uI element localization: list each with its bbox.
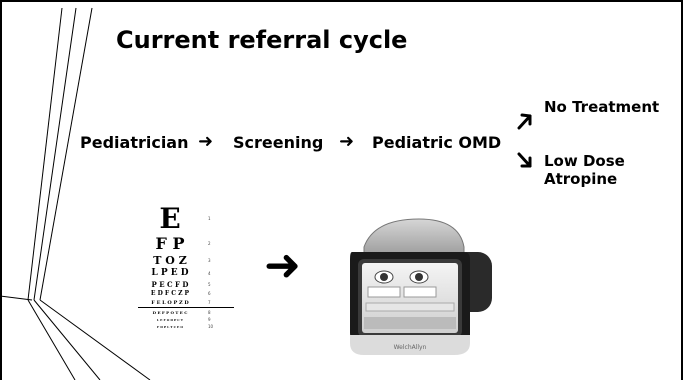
eye-chart-row: T O Z 3: [138, 253, 234, 267]
eye-chart-row: F D P L T C E O 10: [138, 323, 234, 330]
eye-chart-line-number: 8: [208, 309, 211, 315]
step-pediatrician: Pediatrician: [80, 133, 189, 152]
eye-chart-line-number: 6: [208, 291, 211, 296]
device-brand-label: WelchAllyn: [394, 344, 427, 351]
eye-chart-letters: T O Z: [153, 253, 187, 267]
eye-chart-row: D E F P O T E C 8: [138, 308, 234, 316]
eye-chart-line-number: 2: [208, 240, 211, 246]
eye-chart-line-number: 10: [208, 324, 214, 329]
step-screening: Screening: [233, 133, 324, 152]
eye-chart-letters: D E F P O T E C: [152, 309, 188, 315]
eye-chart-row: P E C F D 5: [138, 279, 234, 289]
decorative-lines: [0, 7, 151, 380]
vision-screener-device-image: WelchAllyn: [350, 218, 492, 355]
outcome-no-treatment: No Treatment: [544, 98, 660, 116]
eye-chart-row: E D F C Z P 6: [138, 289, 234, 298]
eye-chart-line-number: 5: [208, 281, 211, 287]
eye-chart-line-number: 3: [208, 257, 211, 263]
eye-chart-row: F P 2: [138, 233, 234, 253]
eye-chart-line-number: 9: [208, 317, 211, 322]
right-arrow-icon: ➜: [339, 131, 355, 152]
eye-chart-line-number: 1: [208, 215, 211, 221]
eye-chart-letters: F E L O P Z D: [151, 299, 189, 306]
eye-chart-letters: E: [159, 201, 181, 235]
eye-chart-line-number: 7: [208, 300, 211, 305]
eye-chart-letters: L E F O D P C T: [157, 317, 183, 322]
eye-chart-row: E 1: [138, 201, 234, 235]
eye-chart-letters: P E C F D: [151, 279, 189, 289]
eye-chart-row: F E L O P Z D 7: [138, 298, 234, 308]
outcome-low-dose-atropine: Low Dose Atropine: [544, 152, 625, 188]
eye-chart-letters: F D P L T C E O: [157, 324, 183, 329]
eye-chart-line-number: 4: [208, 270, 211, 276]
large-right-arrow-icon: ➜: [264, 240, 301, 291]
step-pediatric-omd: Pediatric OMD: [372, 133, 502, 152]
eye-chart: E 1 F P 2 T O Z 3 L P E D 4 P E C F D 5 …: [138, 201, 234, 353]
eye-chart-letters: E D F C Z P: [150, 290, 190, 297]
right-arrow-icon: ➜: [198, 131, 214, 152]
branch-arrows-icon: [517, 113, 532, 168]
eye-chart-row: L P E D 4: [138, 267, 234, 279]
eye-chart-letters: F P: [155, 233, 185, 253]
eye-chart-letters: L P E D: [151, 268, 189, 278]
eye-chart-row: L E F O D P C T 9: [138, 316, 234, 323]
slide-title: Current referral cycle: [116, 26, 408, 54]
